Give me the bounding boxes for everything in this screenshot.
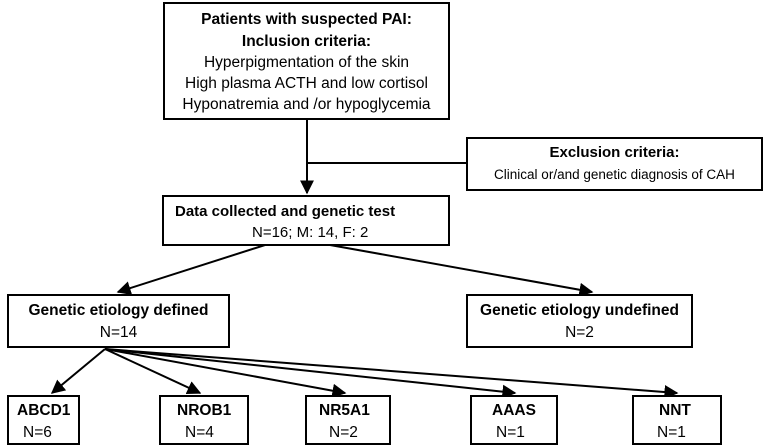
gene-name: ABCD1	[17, 402, 71, 419]
gene-box-nr5a1: NR5A1 N=2	[305, 395, 391, 445]
gene-name: NR5A1	[319, 402, 370, 419]
gene-name: NROB1	[177, 402, 232, 419]
gene-name: NNT	[659, 402, 691, 419]
exclusion-title: Exclusion criteria:	[549, 144, 680, 161]
exclusion-box: Exclusion criteria: Clinical or/and gene…	[466, 137, 763, 191]
patients-box: Patients with suspected PAI: Inclusion c…	[163, 2, 450, 120]
criterion-item: Hyponatremia and /or hypoglycemia	[182, 96, 431, 113]
arrow-to-nr5a1	[104, 348, 347, 398]
defined-count: N=14	[99, 324, 138, 341]
data-title: Data collected and genetic test	[175, 203, 396, 220]
undefined-count: N=2	[565, 324, 594, 341]
gene-count: N=6	[23, 424, 52, 441]
gene-count: N=1	[657, 424, 686, 441]
gene-count: N=4	[185, 424, 214, 441]
arrow-to-abcd1	[50, 348, 106, 394]
arrow-to-aaas	[104, 348, 517, 399]
patients-title: Patients with suspected PAI:	[201, 11, 412, 28]
gene-count: N=2	[329, 424, 358, 441]
gene-box-abcd1: ABCD1 N=6	[7, 395, 80, 445]
criterion-item: High plasma ACTH and low cortisol	[185, 75, 428, 92]
arrow-data-to-defined	[116, 244, 266, 295]
gene-count: N=1	[496, 424, 525, 441]
arrow-data-to-undefined	[329, 244, 594, 297]
arrow-to-nnt	[104, 348, 679, 400]
defined-box: Genetic etiology defined N=14	[7, 294, 230, 348]
undefined-title: Genetic etiology undefined	[480, 302, 679, 319]
defined-title: Genetic etiology defined	[28, 302, 209, 319]
arrow-to-nrob1	[104, 348, 202, 395]
criterion-item: Hyperpigmentation of the skin	[203, 54, 410, 71]
exclusion-text: Clinical or/and genetic diagnosis of CAH	[494, 167, 735, 182]
inclusion-title: Inclusion criteria:	[241, 33, 372, 50]
gene-box-nrob1: NROB1 N=4	[159, 395, 249, 445]
gene-box-aaas: AAAS N=1	[470, 395, 558, 445]
undefined-box: Genetic etiology undefined N=2	[466, 294, 693, 348]
data-text: N=16; M: 14, F: 2	[252, 224, 369, 241]
data-box: Data collected and genetic test N=16; M:…	[162, 195, 450, 246]
gene-box-nnt: NNT N=1	[632, 395, 722, 445]
gene-name: AAAS	[492, 402, 536, 419]
